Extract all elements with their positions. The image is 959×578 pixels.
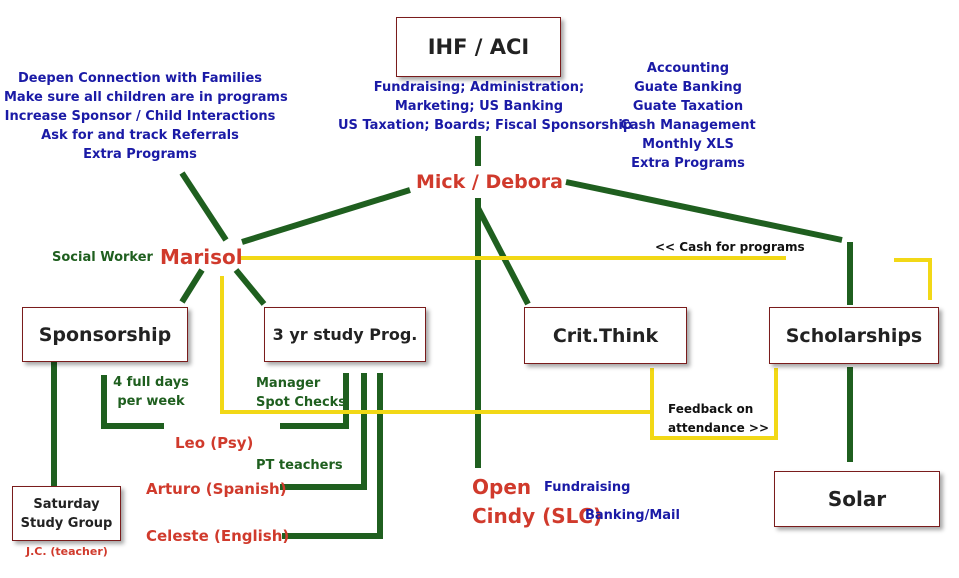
person-mick-debora: Mick / Debora	[416, 171, 563, 193]
box-solar: Solar	[774, 471, 940, 527]
left-task-item: Make sure all children are in programs	[4, 90, 288, 105]
right-task-item: Guate Taxation	[632, 99, 744, 114]
box-solar-label: Solar	[827, 487, 887, 511]
right-task-item: Accounting	[646, 61, 730, 76]
note-manager-line-2: Spot Checks	[256, 395, 347, 410]
person-jc: J.C. (teacher)	[26, 545, 108, 558]
note-four-days: 4 full days per week	[106, 373, 196, 411]
person-arturo: Arturo (Spanish)	[146, 480, 287, 498]
box-scholarships-label: Scholarships	[785, 324, 923, 347]
line-study-to-celeste	[282, 373, 383, 539]
box-ihf-aci: IHF / ACI	[396, 17, 561, 77]
left-task-item: Ask for and track Referrals	[41, 128, 239, 143]
line-marisol-to-tasks	[179, 171, 229, 242]
line-sponsorship-four-days	[101, 375, 164, 429]
left-task-item: Increase Sponsor / Child Interactions	[4, 109, 276, 124]
right-task-list: Accounting Guate Banking Guate Taxation …	[618, 59, 758, 173]
line-mick-to-scholarships	[565, 179, 843, 243]
person-marisol: Marisol	[160, 245, 243, 269]
person-open: Open	[472, 475, 532, 499]
box-study-program-label: 3 yr study Prog.	[272, 325, 418, 344]
person-leo: Leo (Psy)	[175, 434, 254, 452]
line-marisol-to-study	[233, 268, 267, 306]
left-task-list: Deepen Connection with Families Make sur…	[4, 69, 288, 164]
box-sponsorship: Sponsorship	[22, 307, 188, 362]
right-task-item: Extra Programs	[631, 156, 745, 171]
note-four-days-line-2: per week	[117, 394, 185, 409]
box-scholarships: Scholarships	[769, 307, 939, 364]
right-task-item: Cash Management	[620, 118, 756, 133]
center-task-item: US Taxation; Boards; Fiscal Sponsorship	[338, 118, 633, 133]
line-marisol-to-sponsorship	[179, 268, 205, 304]
left-task-item: Deepen Connection with Families	[17, 71, 263, 86]
note-four-days-line-1: 4 full days	[113, 375, 189, 390]
box-sponsorship-label: Sponsorship	[38, 323, 172, 346]
center-task-item: Marketing; US Banking	[394, 99, 564, 114]
note-feedback: Feedback on attendance >>	[668, 400, 769, 438]
right-task-item: Monthly XLS	[642, 137, 734, 152]
center-task-list: Fundraising; Administration; Marketing; …	[338, 78, 633, 135]
person-celeste: Celeste (English)	[146, 527, 290, 545]
note-social-worker: Social Worker	[52, 250, 153, 265]
note-feedback-line-2: attendance >>	[668, 421, 770, 435]
line-study-to-leo	[280, 373, 349, 429]
box-crit-think-label: Crit.Think	[552, 324, 659, 347]
note-manager: Manager Spot Checks	[256, 374, 346, 412]
box-saturday-study-group: Saturday Study Group	[12, 486, 121, 541]
box-crit-think: Crit.Think	[524, 307, 687, 364]
note-pt-teachers: PT teachers	[256, 458, 343, 473]
box-ihf-aci-label: IHF / ACI	[427, 35, 530, 59]
note-feedback-line-1: Feedback on	[668, 402, 754, 416]
note-manager-line-1: Manager	[256, 376, 321, 391]
line-scholarships-bracket	[894, 258, 932, 300]
line-marisol-feedback	[220, 276, 652, 414]
center-task-item: Fundraising; Administration;	[373, 80, 585, 95]
note-banking-mail: Banking/Mail	[585, 508, 680, 523]
line-crit-feedback	[650, 368, 778, 440]
person-cindy: Cindy (SLC)	[472, 504, 603, 528]
note-fundraising: Fundraising	[544, 480, 631, 495]
left-task-item: Extra Programs	[83, 147, 197, 162]
right-task-item: Guate Banking	[634, 80, 742, 95]
box-saturday-line-1: Saturday	[33, 496, 100, 512]
note-cash-for-programs: << Cash for programs	[651, 240, 809, 254]
line-mick-to-marisol	[241, 187, 411, 245]
box-saturday-line-2: Study Group	[20, 515, 113, 531]
box-study-program: 3 yr study Prog.	[264, 307, 426, 362]
